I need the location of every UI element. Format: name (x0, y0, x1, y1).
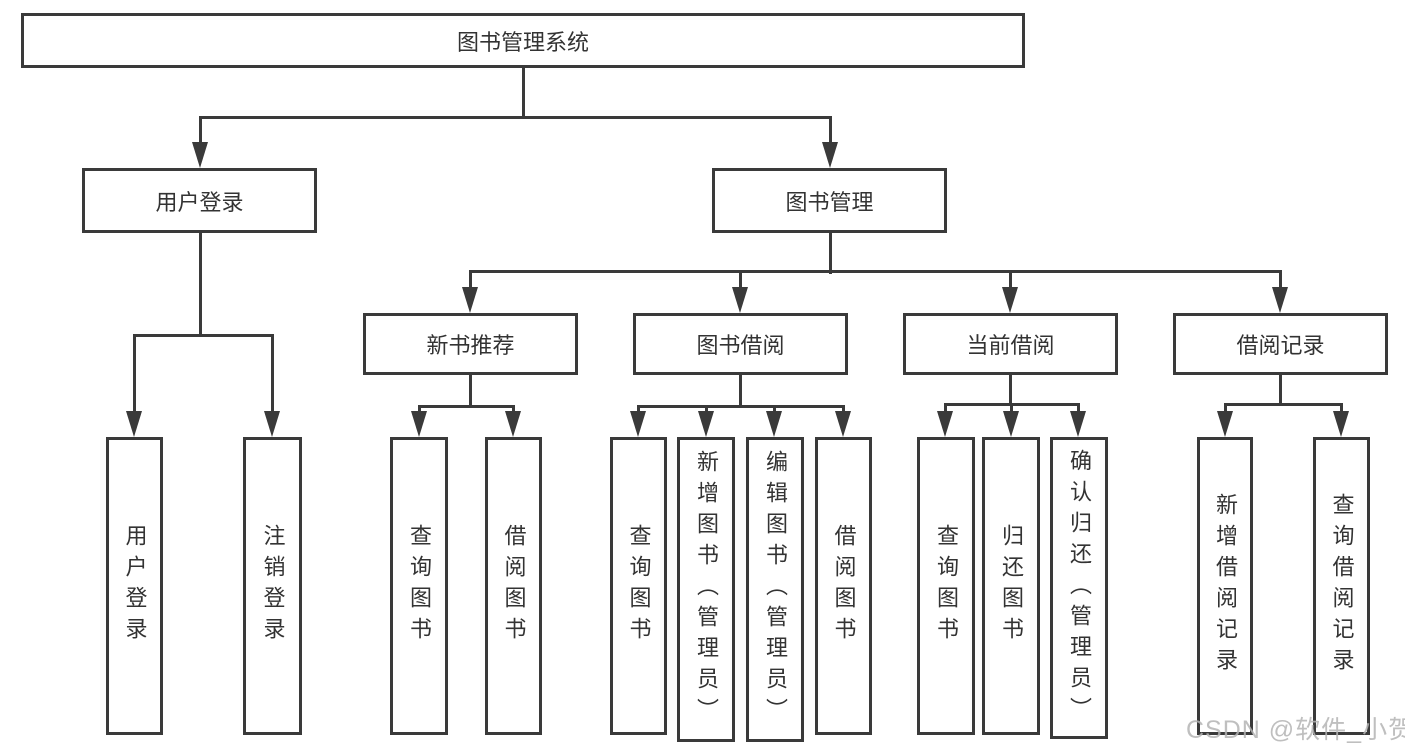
connector-root-split (198, 116, 832, 119)
connector-root-stem (521, 68, 525, 119)
leaf-nbr-borrow-books: 借阅图书 (485, 437, 542, 735)
connector-to-bb-edit (772, 405, 776, 411)
arrow-down-icon (822, 142, 838, 168)
leaf-user-login-label: 用户登录 (122, 524, 148, 648)
connector-to-bb-query (636, 405, 640, 411)
arrow-down-icon (1217, 411, 1233, 437)
connector-book-management-split (468, 270, 1282, 273)
connector-br-stem (1278, 375, 1282, 406)
connector-bb-split (636, 405, 845, 408)
connector-to-book-management (828, 116, 832, 142)
leaf-br-query-record-label: 查询借阅记录 (1329, 493, 1355, 679)
leaf-bb-query-books: 查询图书 (610, 437, 667, 735)
leaf-cb-query-books: 查询图书 (917, 437, 975, 735)
connector-to-cb-query (943, 403, 947, 411)
leaf-nbr-query-books: 查询图书 (390, 437, 448, 735)
node-library-management-system: 图书管理系统 (21, 13, 1025, 68)
node-current-borrowing: 当前借阅 (903, 313, 1118, 375)
node-book-borrowing-label: 图书借阅 (696, 333, 785, 358)
connector-user-login-split (132, 334, 273, 337)
connector-br-split (1223, 403, 1343, 406)
connector-to-new-book-recommend (468, 270, 472, 287)
node-new-book-recommend: 新书推荐 (363, 313, 578, 375)
connector-to-leaf-logout (270, 334, 274, 411)
connector-cb-stem (1008, 375, 1012, 406)
connector-to-br-add (1223, 403, 1227, 411)
arrow-down-icon (630, 411, 646, 437)
leaf-cb-confirm-return-admin: 确认归还（管理员） (1050, 437, 1108, 739)
leaf-nbr-borrow-books-label: 借阅图书 (501, 524, 527, 648)
arrow-down-icon (698, 411, 714, 437)
connector-to-br-query (1339, 403, 1343, 411)
leaf-logout: 注销登录 (243, 437, 302, 735)
node-new-book-recommend-label: 新书推荐 (426, 333, 515, 358)
leaf-nbr-query-books-label: 查询图书 (407, 524, 432, 648)
leaf-bb-add-books-admin: 新增图书（管理员） (677, 437, 735, 742)
arrow-down-icon (192, 142, 208, 168)
connector-to-bb-borrow (841, 405, 845, 411)
node-user-login-branch-label: 用户登录 (155, 189, 244, 215)
leaf-br-add-record: 新增借阅记录 (1197, 437, 1253, 735)
leaf-bb-query-books-label: 查询图书 (626, 524, 652, 648)
leaf-cb-confirm-return-admin-label: 确认归还（管理员） (1067, 448, 1092, 728)
arrow-down-icon (937, 411, 953, 437)
leaf-cb-return-books: 归还图书 (982, 437, 1040, 735)
leaf-br-add-record-label: 新增借阅记录 (1213, 493, 1238, 679)
arrow-down-icon (1003, 411, 1019, 437)
arrow-down-icon (1333, 411, 1349, 437)
connector-nbr-stem (468, 375, 472, 408)
leaf-cb-query-books-label: 查询图书 (934, 524, 959, 648)
arrow-down-icon (1070, 411, 1086, 437)
connector-to-bb-add (704, 405, 708, 411)
leaf-bb-add-books-admin-label: 新增图书（管理员） (694, 450, 719, 729)
arrow-down-icon (1002, 287, 1018, 313)
arrow-down-icon (462, 287, 478, 313)
connector-to-borrowing-records (1278, 270, 1282, 287)
arrow-down-icon (264, 411, 280, 437)
leaf-br-query-record: 查询借阅记录 (1313, 437, 1370, 735)
node-book-borrowing: 图书借阅 (633, 313, 848, 375)
connector-bb-stem (738, 375, 742, 408)
node-library-management-system-label: 图书管理系统 (456, 29, 589, 55)
csdn-watermark: CSDN @软件_小贺同学 (1186, 716, 1405, 744)
connector-to-user-login (198, 116, 202, 142)
arrow-down-icon (1272, 287, 1288, 313)
node-book-management-label: 图书管理 (785, 189, 874, 215)
node-borrowing-records: 借阅记录 (1173, 313, 1388, 375)
connector-to-cb-confirm (1076, 403, 1080, 411)
node-borrowing-records-label: 借阅记录 (1236, 333, 1325, 358)
leaf-bb-borrow-books-label: 借阅图书 (831, 524, 857, 648)
node-book-management: 图书管理 (712, 168, 947, 233)
arrow-down-icon (835, 411, 851, 437)
leaf-cb-return-books-label: 归还图书 (999, 524, 1024, 648)
connector-to-nbr-borrow (511, 405, 515, 411)
connector-to-book-borrowing (738, 270, 742, 287)
connector-user-login-stem (198, 233, 202, 337)
leaf-bb-borrow-books: 借阅图书 (815, 437, 872, 735)
leaf-bb-edit-books-admin: 编辑图书（管理员） (746, 437, 804, 742)
arrow-down-icon (766, 411, 782, 437)
leaf-logout-label: 注销登录 (260, 524, 286, 648)
connector-nbr-split (417, 405, 515, 408)
leaf-bb-edit-books-admin-label: 编辑图书（管理员） (763, 450, 788, 729)
arrow-down-icon (732, 287, 748, 313)
connector-to-current-borrowing (1008, 270, 1012, 287)
node-current-borrowing-label: 当前借阅 (966, 333, 1055, 358)
arrow-down-icon (505, 411, 521, 437)
node-user-login-branch: 用户登录 (82, 168, 317, 233)
arrow-down-icon (411, 411, 427, 437)
connector-book-management-stem (828, 233, 832, 274)
leaf-user-login: 用户登录 (106, 437, 163, 735)
connector-to-nbr-query (417, 405, 421, 411)
connector-to-cb-return (1009, 403, 1013, 411)
connector-to-leaf-user-login (132, 334, 136, 411)
arrow-down-icon (126, 411, 142, 437)
